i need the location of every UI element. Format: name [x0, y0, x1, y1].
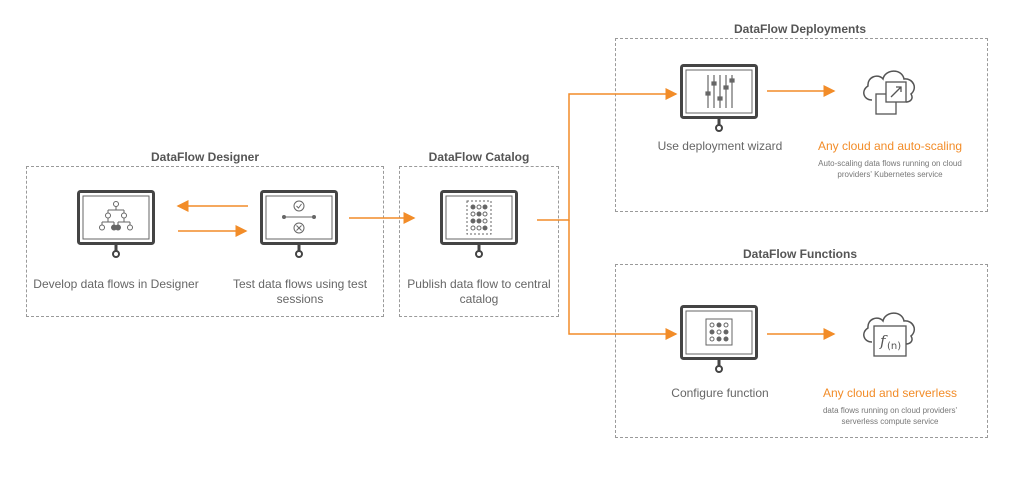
designer-title: DataFlow Designer: [150, 150, 260, 164]
svg-text:f: f: [879, 332, 888, 350]
configure-monitor-icon: [680, 305, 758, 373]
develop-label: Develop data flows in Designer: [33, 277, 199, 291]
autoscaling-desc: Auto-scaling data flows running on cloud…: [818, 159, 962, 179]
deployments-group: [615, 38, 988, 212]
cloud-scale-icon: [863, 70, 915, 115]
test-label: Test data flows using test sessions: [232, 277, 368, 306]
cloud-function-icon: f (n): [863, 312, 915, 357]
wizard-label: Use deployment wizard: [657, 139, 783, 153]
catalog-title: DataFlow Catalog: [428, 150, 530, 164]
deployments-title: DataFlow Deployments: [733, 22, 867, 36]
sliders-icon: [705, 75, 735, 108]
develop-monitor-icon: [77, 190, 155, 258]
publish-label: Publish data flow to central catalog: [407, 277, 551, 306]
dot-grid-icon: [705, 318, 733, 346]
wizard-monitor-icon: [680, 64, 758, 132]
catalog-monitor-icon: [440, 190, 518, 258]
configure-label: Configure function: [671, 386, 769, 400]
serverless-title: Any cloud and serverless: [822, 386, 958, 400]
functions-group: [615, 264, 988, 438]
test-session-icon: [282, 200, 316, 234]
designer-group: [26, 166, 384, 317]
autoscaling-title: Any cloud and auto-scaling: [817, 139, 963, 153]
catalog-group: [399, 166, 559, 317]
flow-tree-icon: [99, 201, 133, 231]
functions-title: DataFlow Functions: [743, 247, 857, 261]
catalog-grid-icon: [466, 200, 492, 235]
arrow-catalog-to-deployments: [537, 88, 678, 221]
arrow-catalog-to-functions: [568, 220, 678, 340]
svg-text:(n): (n): [887, 341, 901, 352]
serverless-desc: data flows running on cloud providers' s…: [822, 406, 958, 426]
test-monitor-icon: [260, 190, 338, 258]
